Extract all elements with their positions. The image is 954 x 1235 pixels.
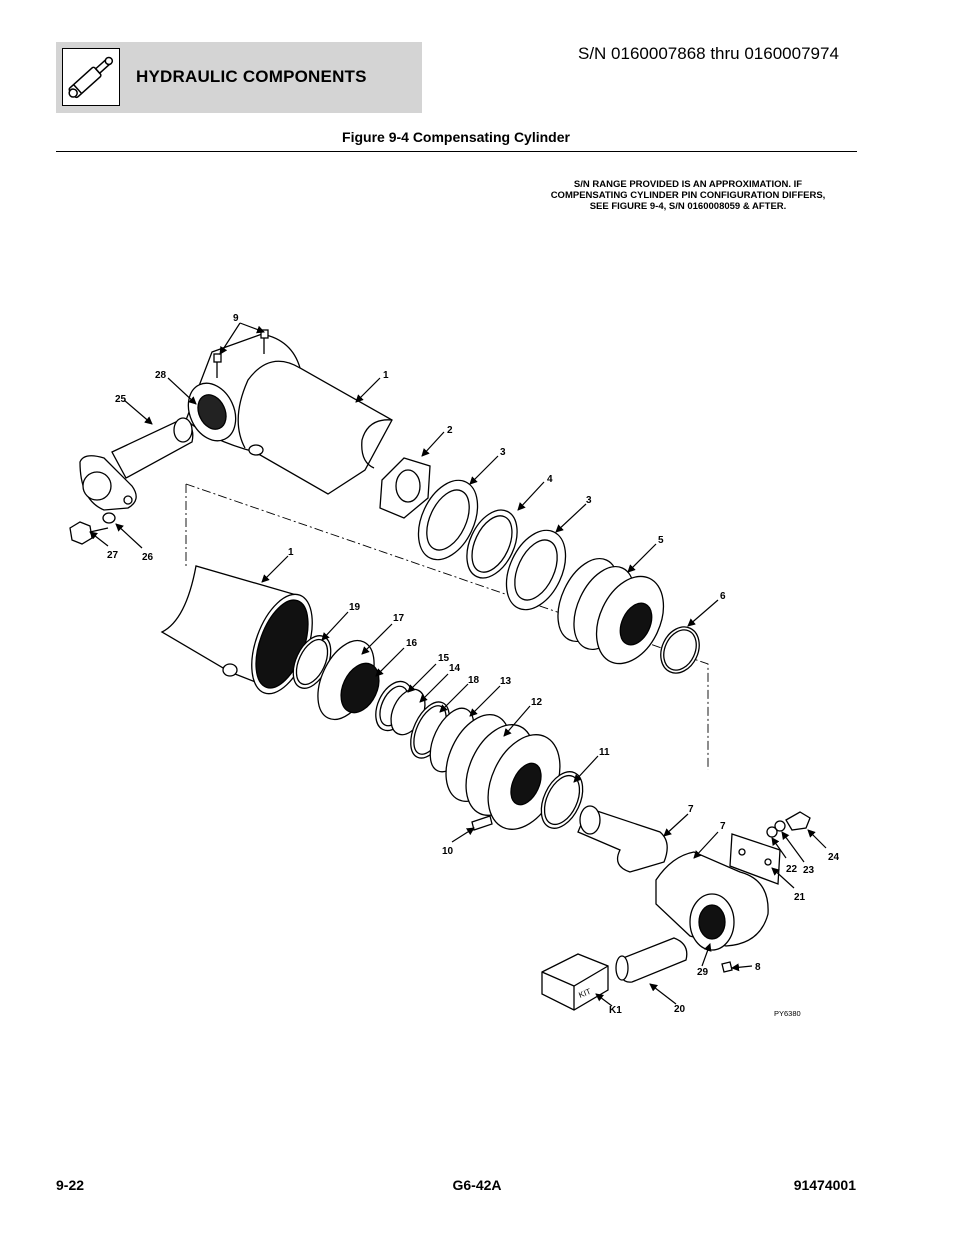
model-number: G6-42A	[452, 1177, 502, 1193]
washer-2	[766, 826, 778, 838]
set-screw	[471, 815, 493, 831]
callout-label: 1	[383, 370, 389, 381]
header-divider	[56, 151, 857, 152]
callout-label: 13	[500, 676, 512, 687]
callout-label: 6	[720, 591, 726, 602]
callout-label: 24	[828, 852, 840, 863]
gland-nut-bore	[395, 469, 421, 503]
bolt-2	[785, 811, 811, 831]
bushing	[617, 937, 688, 983]
callout-label: 7	[720, 821, 726, 832]
callout-label: 27	[107, 550, 119, 561]
pivot-pin	[79, 417, 194, 511]
rod-end	[655, 851, 769, 951]
hydraulic-cylinder-icon	[62, 48, 120, 106]
piston	[445, 714, 561, 830]
callout-label: 9	[233, 313, 239, 324]
callout-label: 23	[803, 865, 815, 876]
callout-label: 20	[674, 1004, 686, 1015]
callout-label: 3	[500, 447, 506, 458]
callout-label: 7	[688, 804, 694, 815]
serial-note: S/N RANGE PROVIDED IS AN APPROXIMATION. …	[520, 179, 856, 212]
washer	[102, 512, 116, 524]
note-line: S/N RANGE PROVIDED IS AN APPROXIMATION. …	[573, 179, 803, 190]
section-title: HYDRAULIC COMPONENTS	[136, 67, 367, 86]
note-line: SEE FIGURE 9-4, S/N 0160008059 & AFTER.	[589, 201, 787, 212]
callout-label: 18	[468, 675, 480, 686]
page-number: 9-22	[56, 1177, 85, 1193]
section-header: HYDRAULIC COMPONENTS	[56, 42, 422, 113]
callout-label: 2	[447, 425, 453, 436]
callout-label: 21	[794, 892, 806, 903]
callout-label: 25	[115, 394, 127, 405]
callout-label: 29	[697, 967, 709, 978]
callout-label: 26	[142, 552, 154, 563]
serial-range: S/N 0160007868 thru 0160007974	[578, 44, 839, 63]
callout-labels: 9 28 1 25 2 3 4 3 5 6 27 26 1 19 17 16 1…	[107, 313, 840, 1016]
callout-label: 14	[449, 663, 461, 674]
document-number: 91474001	[793, 1177, 856, 1193]
callout-label: 17	[393, 613, 405, 624]
callout-label: 28	[155, 370, 167, 381]
callout-label: K1	[609, 1005, 622, 1016]
callout-label: 19	[349, 602, 361, 613]
callout-label: 22	[786, 864, 798, 875]
note-line: COMPENSATING CYLINDER PIN CONFIGURATION …	[550, 190, 826, 201]
cylinder-barrel-upper	[185, 333, 393, 495]
callout-label: 15	[438, 653, 450, 664]
piston-rod	[577, 805, 668, 873]
callout-label: 8	[755, 962, 761, 973]
leader-arrows	[89, 322, 827, 1007]
callout-label: 12	[531, 697, 543, 708]
callout-label: 5	[658, 535, 664, 546]
callout-label: 10	[442, 846, 454, 857]
bolt	[69, 521, 109, 545]
callout-label: 4	[547, 474, 553, 485]
callout-label: 3	[586, 495, 592, 506]
grease-fitting	[721, 961, 733, 973]
callout-label: 16	[406, 638, 418, 649]
cylinder-head	[557, 557, 665, 665]
kit-label: KIT	[577, 987, 592, 1000]
callout-label: 1	[288, 547, 294, 558]
seal-bore	[340, 662, 380, 714]
retaining-plate	[729, 833, 781, 885]
drawing-code: PY6380	[774, 1009, 801, 1018]
callout-label: 11	[599, 747, 610, 758]
kit-box	[541, 953, 609, 1011]
figure-title: Figure 9-4 Compensating Cylinder	[342, 129, 570, 145]
